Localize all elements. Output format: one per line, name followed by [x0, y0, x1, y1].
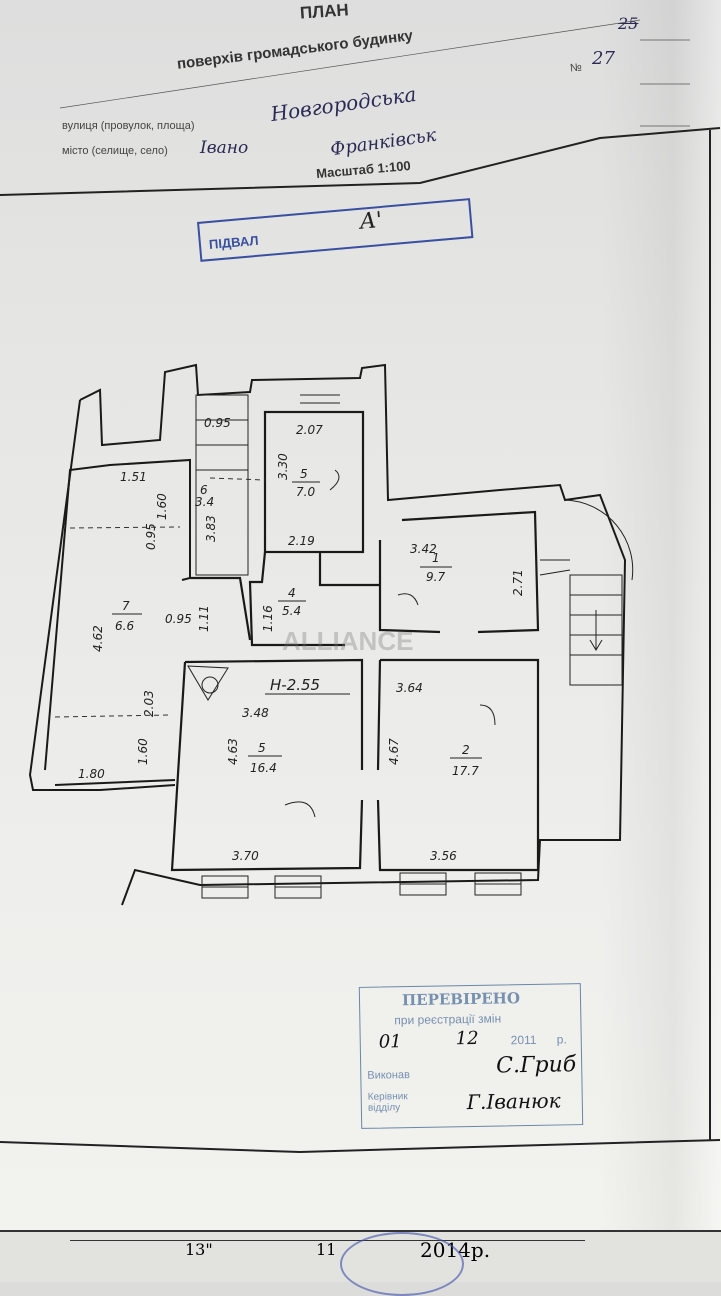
- dim: 1.60: [155, 493, 169, 520]
- room-4-area: 5.4: [282, 604, 301, 618]
- stamp-row2-value: Г.Іванюк: [466, 1088, 561, 1115]
- dim: 3.83: [204, 515, 218, 542]
- room-2-num: 2: [462, 743, 470, 757]
- room-5-area: 16.4: [250, 761, 277, 775]
- room-1-num: 1: [432, 551, 440, 565]
- city-value-1: Івано: [200, 138, 249, 158]
- dim: 2.71: [511, 569, 525, 596]
- dim: 1.80: [78, 767, 105, 781]
- stamp-year: 2011: [510, 1032, 537, 1048]
- dim: 3.70: [232, 849, 259, 863]
- room-6-num: 6: [200, 483, 208, 497]
- room-4-num: 4: [288, 586, 296, 600]
- dim: 0.95: [144, 523, 158, 550]
- room-5-num: 5: [258, 741, 266, 755]
- city-label: місто (селище, село): [62, 145, 168, 157]
- room-5-num: 5: [300, 467, 308, 481]
- room-6-area: 3.4: [195, 495, 214, 509]
- outer-walls: [28, 363, 627, 906]
- dim: 3.30: [276, 453, 290, 480]
- watermark: ALLIANCE: [282, 626, 413, 656]
- underlying-page: 13" 11 2014р.: [0, 1230, 721, 1296]
- dim: 3.64: [396, 681, 423, 695]
- round-seal: [340, 1232, 464, 1296]
- dim: 2.19: [288, 534, 315, 548]
- dim: 4.62: [91, 625, 105, 652]
- number-crossed: 25: [618, 14, 639, 33]
- stamp-row1-value: С.Гриб: [495, 1052, 577, 1079]
- number-value: 27: [592, 48, 615, 69]
- verification-stamp: ПЕРЕВІРЕНО при реєстрації змін 01 12 201…: [358, 983, 584, 1129]
- room-7-num: 7: [122, 599, 130, 613]
- windows: [201, 872, 522, 899]
- stamp-row1-label: Виконав: [367, 1069, 411, 1082]
- dim: 4.67: [387, 738, 401, 765]
- bottom-day: 13": [185, 1240, 213, 1259]
- stamp-day: 01: [378, 1031, 402, 1053]
- frame-top-line: [0, 127, 721, 196]
- frame-bottom-line: [0, 1139, 721, 1154]
- chimney-mark: [187, 665, 229, 701]
- stairs: [195, 394, 634, 686]
- stamp-subtitle: при реєстрації змін: [394, 1011, 502, 1028]
- room-5-small: [263, 410, 365, 554]
- room-5-area: 7.0: [296, 485, 315, 499]
- stamp-row2-label: Керівник відділу: [367, 1091, 408, 1114]
- stamp-year-suffix: р.: [556, 1032, 567, 1047]
- dim: 3.48: [242, 706, 269, 720]
- ceiling-height: Н-2.55: [270, 676, 320, 694]
- stamp-title: ПЕРЕВІРЕНО: [401, 989, 521, 1010]
- dim: 1.60: [136, 738, 150, 765]
- dim: 2.07: [296, 423, 323, 437]
- room-walls: [170, 410, 540, 872]
- dim: 3.56: [430, 849, 457, 863]
- dim: 1.51: [120, 470, 147, 484]
- room-1-area: 9.7: [426, 570, 445, 584]
- dim: 1.11: [197, 605, 211, 632]
- room-2-area: 17.7: [452, 764, 479, 778]
- dim: 2.03: [142, 690, 156, 717]
- room-7-area: 6.6: [115, 619, 134, 633]
- dim: 3.42: [410, 542, 437, 556]
- dim: 4.63: [226, 738, 240, 765]
- dim: 0.95: [204, 416, 231, 430]
- dim: 1.16: [261, 605, 275, 632]
- stamp-month: 12: [455, 1027, 479, 1050]
- dim: 0.95: [165, 612, 192, 626]
- street-label: вулиця (провулок, площа): [62, 120, 195, 132]
- bottom-month: 11: [316, 1240, 337, 1259]
